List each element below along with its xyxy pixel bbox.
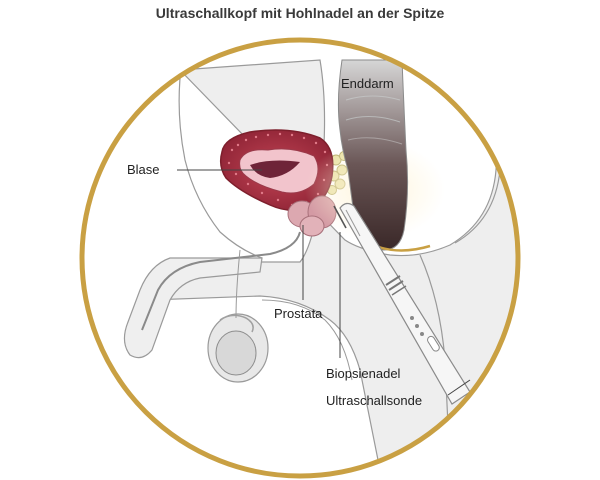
label-bladder: Blase [127,162,160,177]
testis [207,249,269,383]
rectum [305,59,445,252]
frame-ring [79,37,521,479]
label-line-probe [447,379,471,396]
bladder [219,129,334,212]
body-section [123,59,518,471]
label-prostate: Prostata [274,306,323,321]
label-ultrasound-probe: Ultraschallsonde [326,393,422,408]
biopsy-needle [333,205,347,229]
urethra [141,231,301,331]
thigh-outline [261,299,353,381]
label-biopsy-needle: Biopsienadel [326,366,401,381]
label-rectum: Enddarm [341,76,394,91]
diagram-title: Ultraschallkopf mit Hohlnadel an der Spi… [155,5,445,21]
torso-outline [178,59,263,259]
ultrasound-probe [339,202,471,405]
penis [123,257,263,359]
